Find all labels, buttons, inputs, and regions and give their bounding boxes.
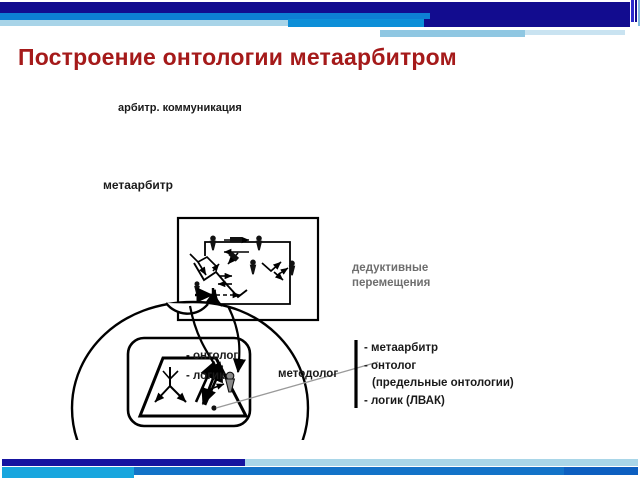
label-deductive-moves-line2: перемещения — [352, 277, 431, 289]
person-figure-icon — [209, 235, 217, 251]
label-inner-logician: - логик — [186, 370, 225, 382]
top-band-cyan-mid — [288, 19, 424, 27]
deduction-arrow-left — [188, 305, 223, 377]
bottom-band-cyan-thin — [2, 475, 134, 478]
slanted-bar-arrow — [227, 251, 240, 265]
legend-item-ontologist: - онтолог — [364, 360, 417, 372]
circle-top-notch — [165, 302, 209, 315]
legend-item-ontologies-note: (предельные онтологии) — [372, 377, 514, 389]
label-metaarbiter: метаарбитр — [103, 178, 173, 192]
top-band-right-accent-2 — [635, 0, 637, 22]
communication-bracket — [204, 241, 291, 305]
legend-item-metaarbiter: - метаарбитр — [364, 342, 439, 354]
ontology-trapezoid — [137, 356, 249, 418]
top-band-navy — [0, 2, 630, 13]
label-methodologist: методолог — [278, 368, 339, 380]
person-figure-icon — [249, 259, 257, 275]
bottom-band-cyan — [2, 467, 134, 475]
bottom-band-blue-right — [564, 467, 638, 475]
top-band-bright-blue — [0, 13, 430, 20]
arbiter-communication-box — [176, 216, 320, 322]
top-band-right-accent-1 — [631, 0, 634, 22]
bottom-band-pale — [245, 459, 638, 466]
bottom-band-blue-mid — [134, 467, 564, 475]
page-title: Построение онтологии метаарбитром — [18, 44, 457, 70]
person-figure-icon — [194, 281, 200, 295]
top-band-light-strip — [380, 30, 525, 37]
deduction-arrow-right — [227, 305, 247, 374]
person-figure-icon — [255, 235, 263, 251]
ontology-frame — [126, 336, 252, 428]
diagram-figure: арбитр. коммуникация метаарбитр дедуктив… — [0, 90, 640, 440]
top-band-navy-right — [430, 13, 630, 20]
top-band-navy-far-right — [424, 19, 630, 27]
label-inner-ontologist: - онтолог — [186, 350, 239, 362]
diagram-svg — [70, 216, 379, 440]
deduction-arrow-up — [205, 288, 223, 307]
label-deductive-moves-line1: дедуктивные — [352, 262, 429, 274]
pointer-line-icon — [215, 361, 379, 409]
top-band-pale-left — [0, 20, 288, 26]
legend-item-logician: - логик (ЛВАК) — [364, 395, 445, 407]
top-band-pale-strip — [525, 30, 625, 35]
methodologist-circle — [70, 300, 310, 440]
bottom-band-navy — [2, 459, 245, 466]
label-arbiter-communication: арбитр. коммуникация — [118, 102, 242, 114]
top-band-right-accent-3 — [638, 0, 640, 26]
